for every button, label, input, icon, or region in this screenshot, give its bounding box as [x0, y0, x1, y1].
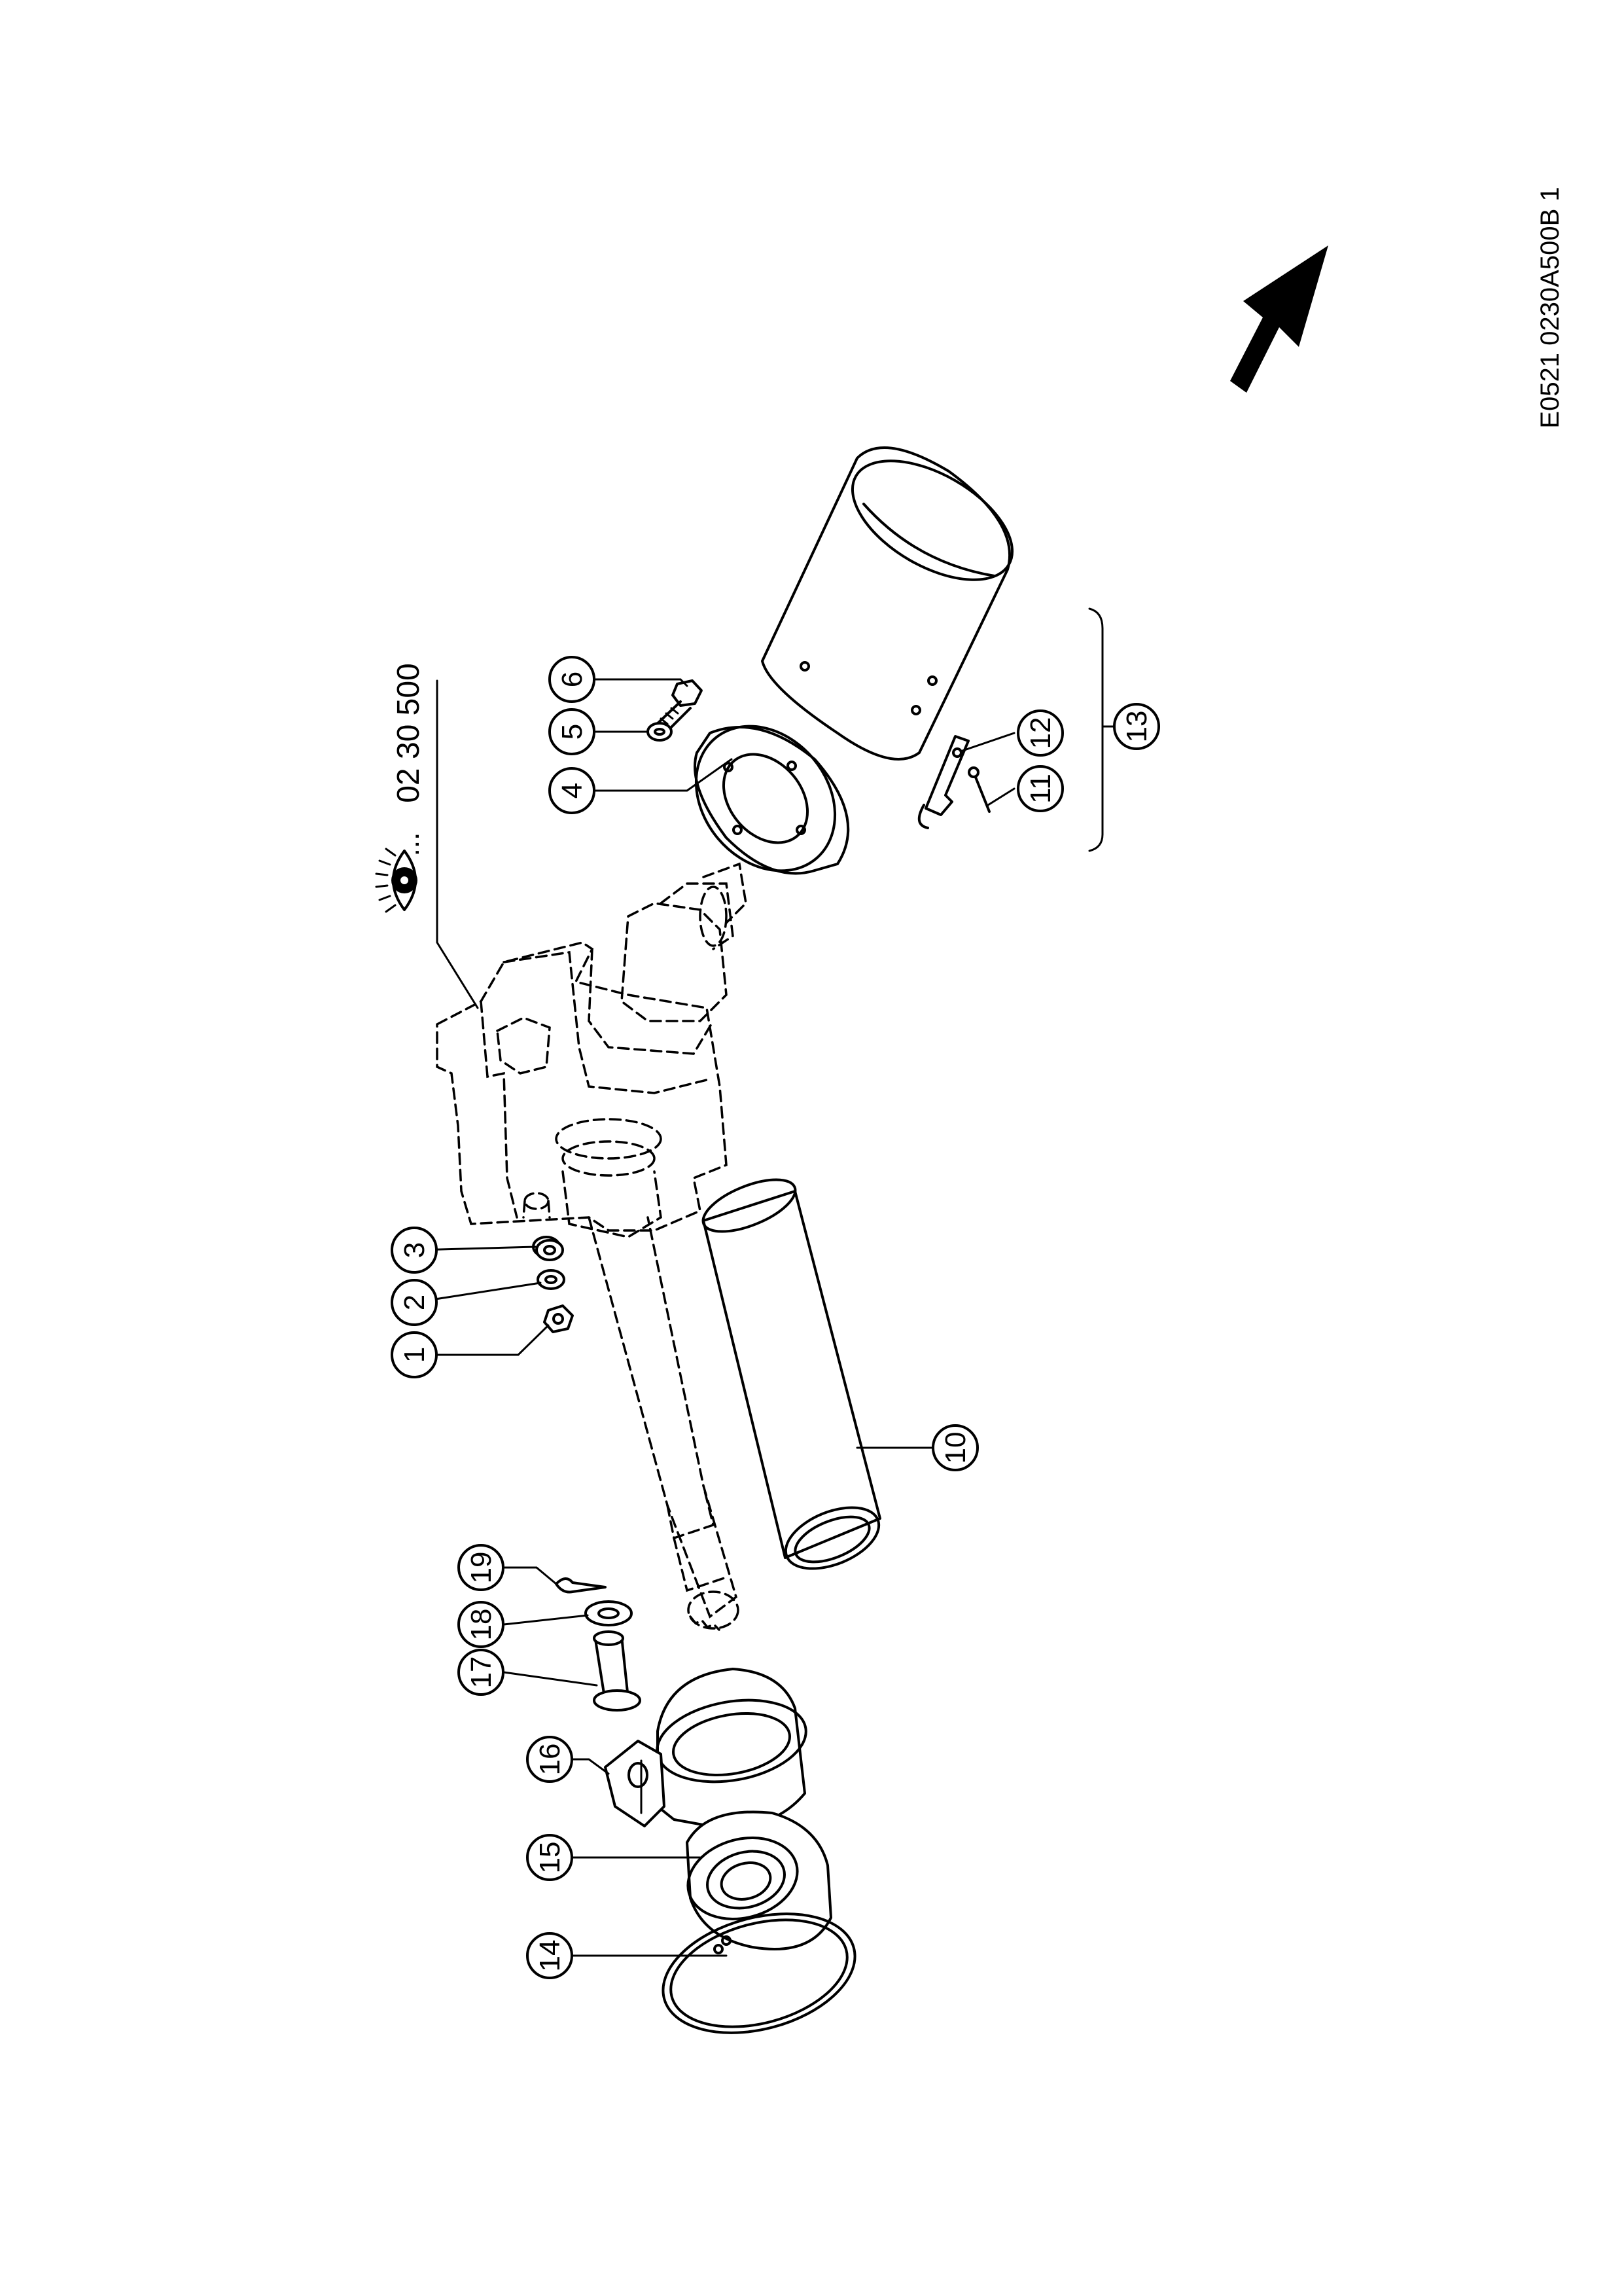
circlip-part-14 — [662, 1912, 856, 2034]
nut-part-1 — [543, 1304, 574, 1333]
callout-16: 16 — [526, 1736, 573, 1783]
callout-10: 10 — [932, 1424, 979, 1471]
eye-icon — [375, 848, 417, 913]
callout-2-label: 2 — [398, 1295, 431, 1310]
flange-disc-part-4 — [694, 725, 850, 875]
hook-part-12 — [917, 735, 970, 829]
drive-shaft — [588, 1216, 739, 1631]
bearing-housing-part-16 — [604, 1668, 807, 1829]
bushing-part-3 — [532, 1236, 564, 1261]
callout-6: 6 — [548, 656, 595, 703]
gearbox-housing — [436, 862, 747, 1238]
washer-part-5 — [646, 722, 673, 742]
reference-prefix: ... — [393, 833, 425, 857]
callout-13: 13 — [1113, 703, 1160, 750]
reference-number: 02 30 500 — [391, 663, 426, 803]
callout-19-label: 19 — [465, 1552, 497, 1584]
pin-part-17 — [593, 1630, 641, 1712]
direction-arrow-icon — [1230, 245, 1328, 393]
callout-12: 12 — [1017, 709, 1064, 757]
washer-part-2 — [537, 1269, 565, 1290]
callout-5-label: 5 — [556, 724, 588, 740]
callout-15: 15 — [526, 1834, 573, 1881]
callout-10-label: 10 — [940, 1432, 972, 1464]
callout-14-label: 14 — [534, 1940, 566, 1972]
callout-11-label: 11 — [1025, 774, 1057, 804]
washer-part-18 — [584, 1600, 633, 1626]
callout-15-label: 15 — [534, 1842, 566, 1874]
callout-19: 19 — [457, 1544, 504, 1591]
bearing-part-15 — [686, 1810, 832, 1950]
callout-18-label: 18 — [465, 1609, 497, 1641]
callout-4: 4 — [548, 767, 595, 814]
callout-18: 18 — [457, 1601, 504, 1648]
callout-1-label: 1 — [398, 1347, 431, 1363]
callout-3: 3 — [391, 1227, 438, 1274]
callout-14: 14 — [526, 1932, 573, 1979]
cotter-pin-part-19 — [555, 1577, 607, 1594]
callout-16-label: 16 — [534, 1744, 566, 1776]
callout-3-label: 3 — [398, 1242, 431, 1258]
callout-13-label: 13 — [1121, 711, 1153, 743]
drawing-id: E0521 0230A500B 1 — [1536, 187, 1564, 428]
cylinder-guard — [761, 446, 1014, 761]
callout-2: 2 — [391, 1279, 438, 1326]
reference-note: ... 02 30 500 — [375, 663, 479, 1009]
callout-17: 17 — [457, 1649, 504, 1696]
callout-5: 5 — [548, 708, 595, 755]
tube-part-10 — [701, 1178, 881, 1570]
callout-12-label: 12 — [1025, 717, 1057, 749]
callout-1: 1 — [391, 1331, 438, 1378]
pin-part-11 — [968, 766, 991, 813]
callout-4-label: 4 — [556, 783, 588, 798]
callout-11: 11 — [1017, 765, 1064, 812]
callout-6-label: 6 — [556, 672, 588, 687]
callout-17-label: 17 — [465, 1657, 497, 1689]
